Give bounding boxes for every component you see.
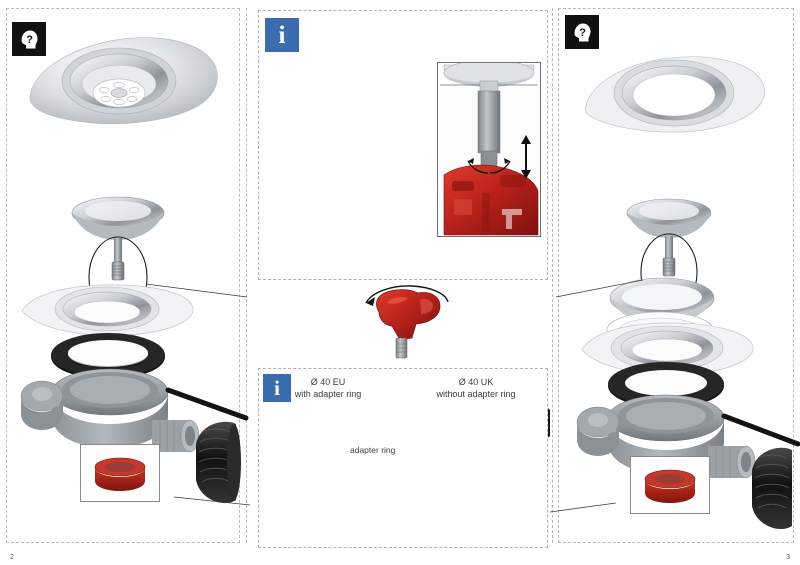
adapter-ring-detail-box-left <box>80 444 160 502</box>
uk-option-subtitle: without adapter ring <box>436 389 516 399</box>
leader-right-lower <box>549 502 617 513</box>
rotation-arrow <box>365 285 449 304</box>
drain-body-trap-left <box>20 368 200 476</box>
adapter-ring-art-left <box>94 457 146 491</box>
adapter-ring-detail-box-right <box>630 456 710 514</box>
leader-left-upper <box>145 283 248 298</box>
height-adjustment-photo <box>437 62 541 237</box>
info-icon-top: i <box>265 18 299 52</box>
uk-option-title: Ø 40 UK <box>458 377 494 387</box>
left-column-artwork <box>20 37 251 506</box>
svg-text:?: ? <box>579 27 586 39</box>
tile-insert-basin-cover <box>29 37 218 125</box>
flange-plate-right <box>581 322 754 375</box>
control-rod-left <box>165 387 249 421</box>
stem-thread-detail-left <box>111 261 125 281</box>
corrugated-outlet-hose-right <box>752 447 792 530</box>
info-icon-bottom: i <box>263 374 291 402</box>
page-number-left: 2 <box>10 554 14 561</box>
question-head-glyph-right: ? <box>574 23 591 42</box>
column-divider-left <box>246 8 247 543</box>
strainer-bowl-with-stem-right <box>626 198 712 264</box>
flange-plate-left <box>21 284 194 336</box>
control-rod-right <box>721 413 800 447</box>
sealing-gasket-left <box>51 333 165 379</box>
question-head-glyph: ? <box>21 30 38 49</box>
right-column-artwork <box>549 56 800 530</box>
strainer-bowl-with-stem-left <box>71 196 165 280</box>
sealing-gasket-right <box>608 362 724 408</box>
eu-option-title: Ø 40 EU <box>310 377 346 387</box>
center-bottom-info-panel <box>258 368 548 548</box>
info-icon-glyph: i <box>278 21 286 49</box>
stem-thread-detail-right <box>662 257 676 277</box>
question-head-icon-right: ? <box>565 15 599 49</box>
leader-left-lower <box>173 496 251 506</box>
leader-right-upper <box>555 279 644 298</box>
svg-text:?: ? <box>26 34 33 46</box>
corrugated-outlet-hose-left <box>196 421 241 504</box>
info-icon-glyph-bottom: i <box>274 375 280 400</box>
column-divider-right <box>552 8 553 543</box>
eu-option-subtitle: with adapter ring <box>294 389 362 399</box>
adapter-ring-art-right <box>644 469 696 503</box>
right-column-frame <box>558 8 794 543</box>
page-number-right: 3 <box>786 554 790 561</box>
adapter-ring-callout-label: adapter ring <box>350 445 396 455</box>
flat-ring-cover <box>584 56 765 133</box>
question-head-icon-left: ? <box>12 22 46 56</box>
left-column-frame <box>6 8 240 543</box>
height-adjustment-photo-art <box>438 63 540 236</box>
red-adjustment-key <box>365 285 449 359</box>
